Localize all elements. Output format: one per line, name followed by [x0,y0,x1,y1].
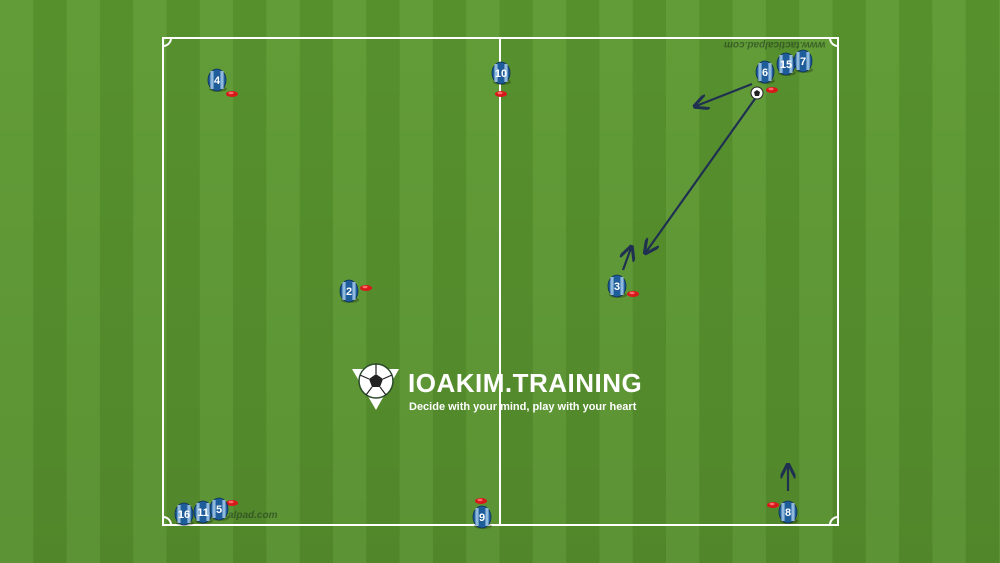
soccer-ball-logo-icon [352,363,399,410]
player-jersey-icon[interactable]: 11 [193,500,213,524]
cone-marker-icon [226,91,238,97]
player-number: 2 [346,286,352,298]
player-number: 10 [495,68,507,80]
cone-marker-icon [475,498,487,504]
player-number: 11 [197,507,209,519]
player-number: 6 [762,67,768,79]
corner-arc-bottom-left [162,516,172,526]
corner-arc-bottom-right [829,516,839,526]
player-number: 9 [479,512,485,524]
brand-title: IOAKIM.TRAINING [408,368,642,398]
corner-arc-top-right [829,37,839,47]
player-number: 4 [214,75,221,87]
movement-arrow-icon [696,82,753,106]
player-jersey-icon[interactable]: 7 [793,49,813,73]
player-number: 5 [216,504,222,516]
cone-marker-icon [495,91,507,97]
player-number: 3 [614,281,620,293]
corner-arc-top-left [162,37,172,47]
player-jersey-icon[interactable]: 8 [778,500,798,524]
movement-arrows [623,82,788,491]
movement-arrow-icon [646,95,758,252]
brand-logo: IOAKIM.TRAINING Decide with your mind, p… [352,363,642,413]
player-jersey-icon[interactable]: 15 [776,52,796,76]
cone-markers [226,87,779,508]
players: 4 10 6 15 7 2 3 16 11 5 9 8 [174,49,813,529]
pitch-lines [162,37,839,526]
cone-marker-icon [766,87,778,93]
player-number: 15 [780,59,792,71]
movement-arrow-icon [623,248,631,271]
soccer-ball-icon[interactable] [750,86,764,100]
cone-marker-icon [360,285,372,291]
watermark-bottom: alpad.com [228,510,278,521]
watermark-top: www.tacticalpad.com [724,39,825,50]
player-jersey-icon[interactable]: 6 [755,60,775,84]
player-number: 8 [785,507,791,519]
player-jersey-icon[interactable]: 16 [174,502,194,526]
player-number: 7 [800,56,806,68]
player-jersey-icon[interactable]: 5 [209,497,229,521]
player-jersey-icon[interactable]: 9 [472,505,492,529]
player-jersey-icon[interactable]: 10 [491,61,511,85]
cone-marker-icon [627,291,639,297]
brand-tagline: Decide with your mind, play with your he… [409,401,637,413]
player-jersey-icon[interactable]: 2 [339,279,359,303]
player-number: 16 [178,509,190,521]
cone-marker-icon [226,500,238,506]
player-jersey-icon[interactable]: 3 [607,274,627,298]
cone-marker-icon [767,502,779,508]
player-jersey-icon[interactable]: 4 [207,68,227,92]
